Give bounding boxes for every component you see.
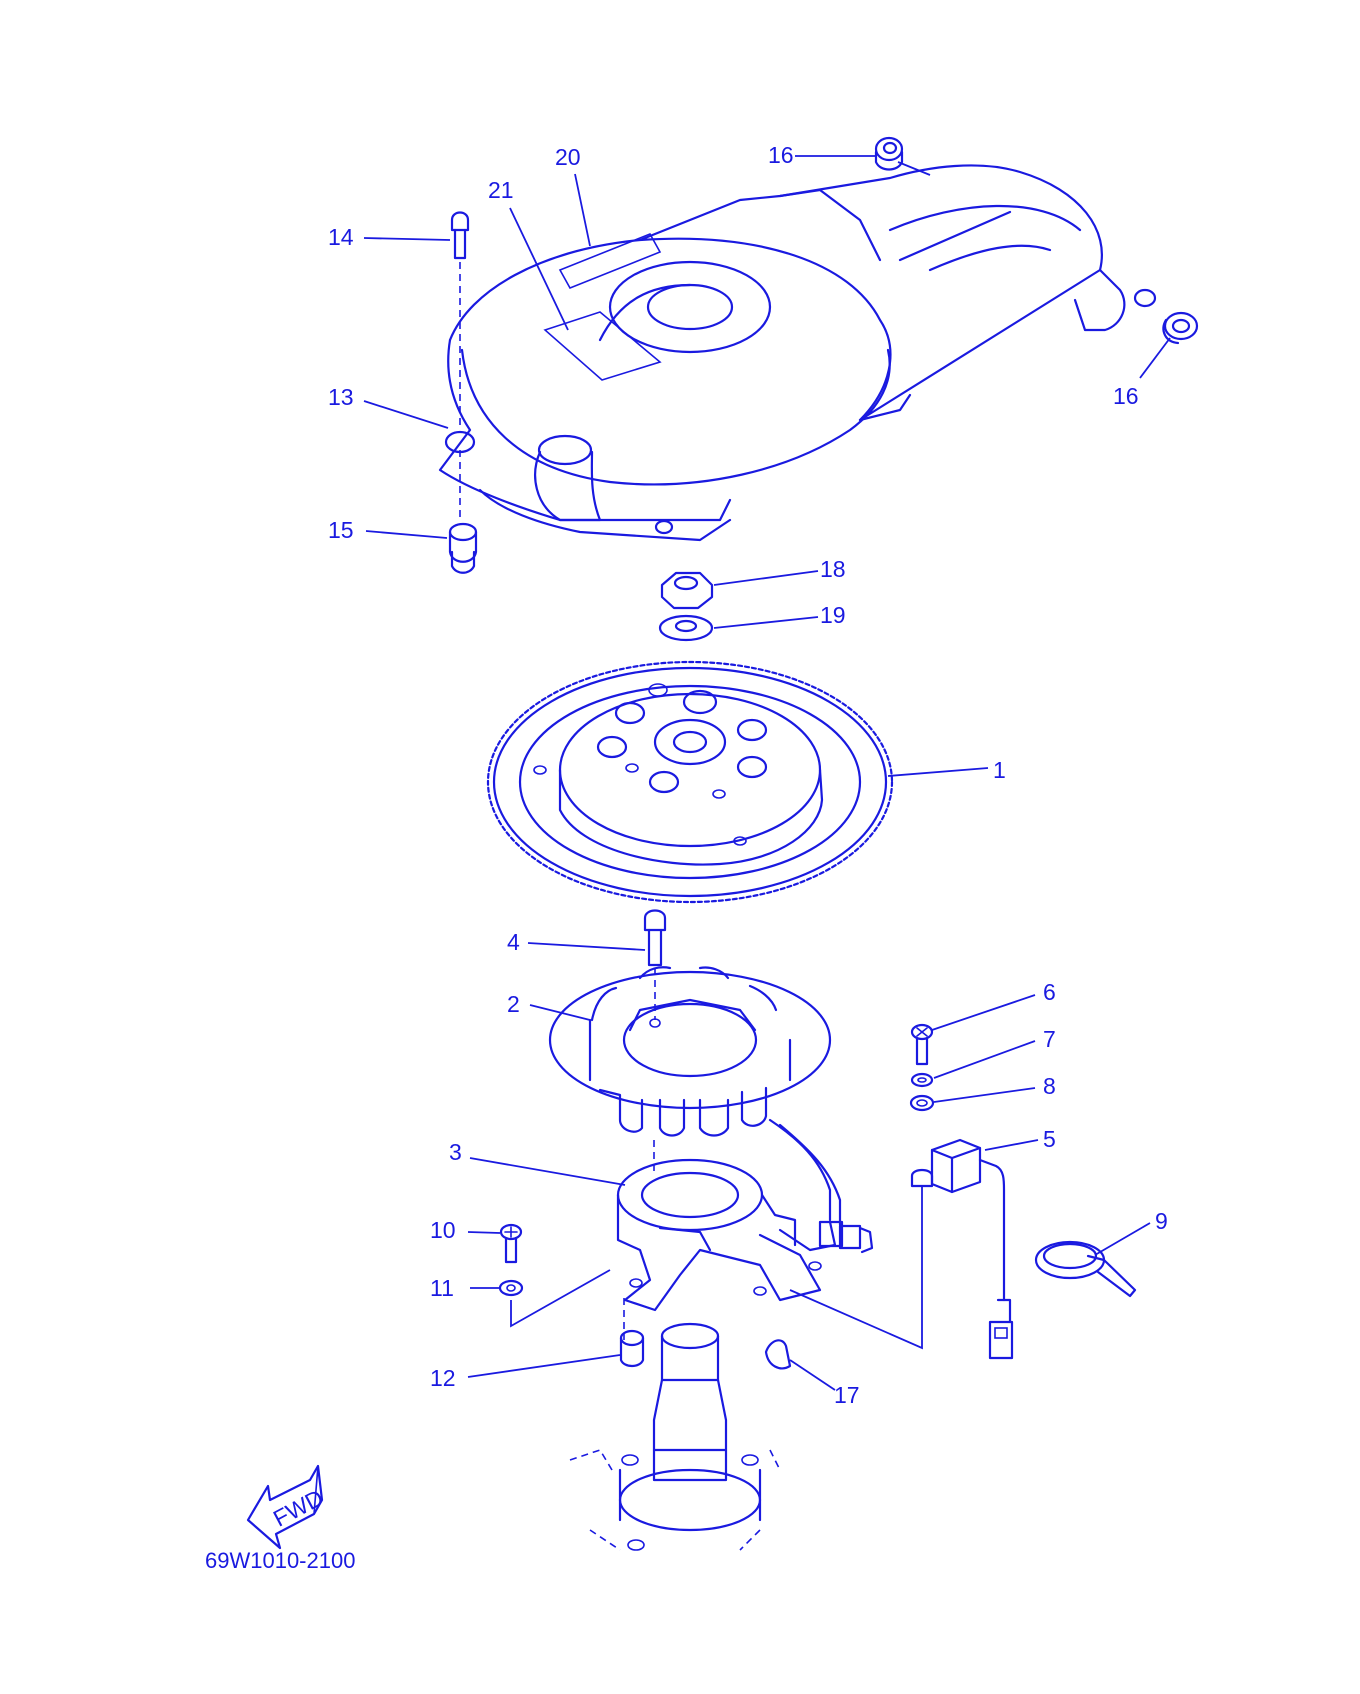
callout-5: 5 (1043, 1126, 1056, 1152)
pulser-base (616, 1140, 837, 1340)
leader-lines (363, 155, 1171, 1391)
assembly-line-left (510, 1269, 611, 1328)
callout-21: 21 (488, 177, 514, 203)
grommet-16-top (874, 136, 904, 171)
washer-19 (658, 614, 714, 642)
screw-6 (910, 1023, 934, 1066)
label-plate-21 (543, 311, 662, 381)
fwd-arrow (246, 1464, 324, 1550)
callout-13: 13 (328, 384, 354, 410)
crankshaft-base (569, 1322, 781, 1551)
callout-16-top: 16 (768, 142, 794, 168)
label-plate-20 (558, 232, 662, 290)
callout-10: 10 (430, 1217, 456, 1243)
callout-9: 9 (1155, 1208, 1168, 1234)
callout-14: 14 (328, 224, 354, 250)
bolt-4 (643, 909, 667, 1020)
callout-2: 2 (507, 991, 520, 1017)
stator-harness (768, 1118, 874, 1254)
screw-10 (499, 1223, 523, 1264)
callout-11: 11 (430, 1275, 454, 1301)
woodruff-key-17 (764, 1339, 792, 1370)
flywheel (486, 660, 894, 904)
callout-15: 15 (328, 517, 354, 543)
drawing-code: 69W1010-2100 (205, 1548, 355, 1573)
pulser-coil-5 (910, 1138, 1014, 1360)
washer-11 (498, 1279, 524, 1297)
collar-12 (619, 1329, 645, 1368)
grommet-15 (448, 450, 478, 574)
callout-8: 8 (1043, 1073, 1056, 1099)
callout-1: 1 (993, 757, 1006, 783)
callout-3: 3 (449, 1139, 462, 1165)
grommet-16-right (1162, 311, 1199, 345)
callout-6: 6 (1043, 979, 1056, 1005)
callout-4: 4 (507, 929, 520, 955)
washer-8 (909, 1094, 935, 1112)
assembly-line-right (789, 1185, 923, 1350)
callout-12: 12 (430, 1365, 456, 1391)
callout-7: 7 (1043, 1026, 1056, 1052)
callout-18: 18 (820, 556, 846, 582)
callout-19: 19 (820, 602, 846, 628)
callout-17: 17 (834, 1382, 860, 1408)
callout-16-right: 16 (1113, 383, 1139, 409)
bolt-14 (450, 211, 470, 430)
stator (548, 966, 832, 1137)
nut-18 (660, 571, 714, 610)
fwd-badge-text: FWD (269, 1484, 327, 1532)
cable-tie-9 (1034, 1240, 1137, 1298)
flywheel-cover (438, 164, 1157, 542)
washer-7 (910, 1072, 934, 1088)
callout-20: 20 (555, 144, 581, 170)
